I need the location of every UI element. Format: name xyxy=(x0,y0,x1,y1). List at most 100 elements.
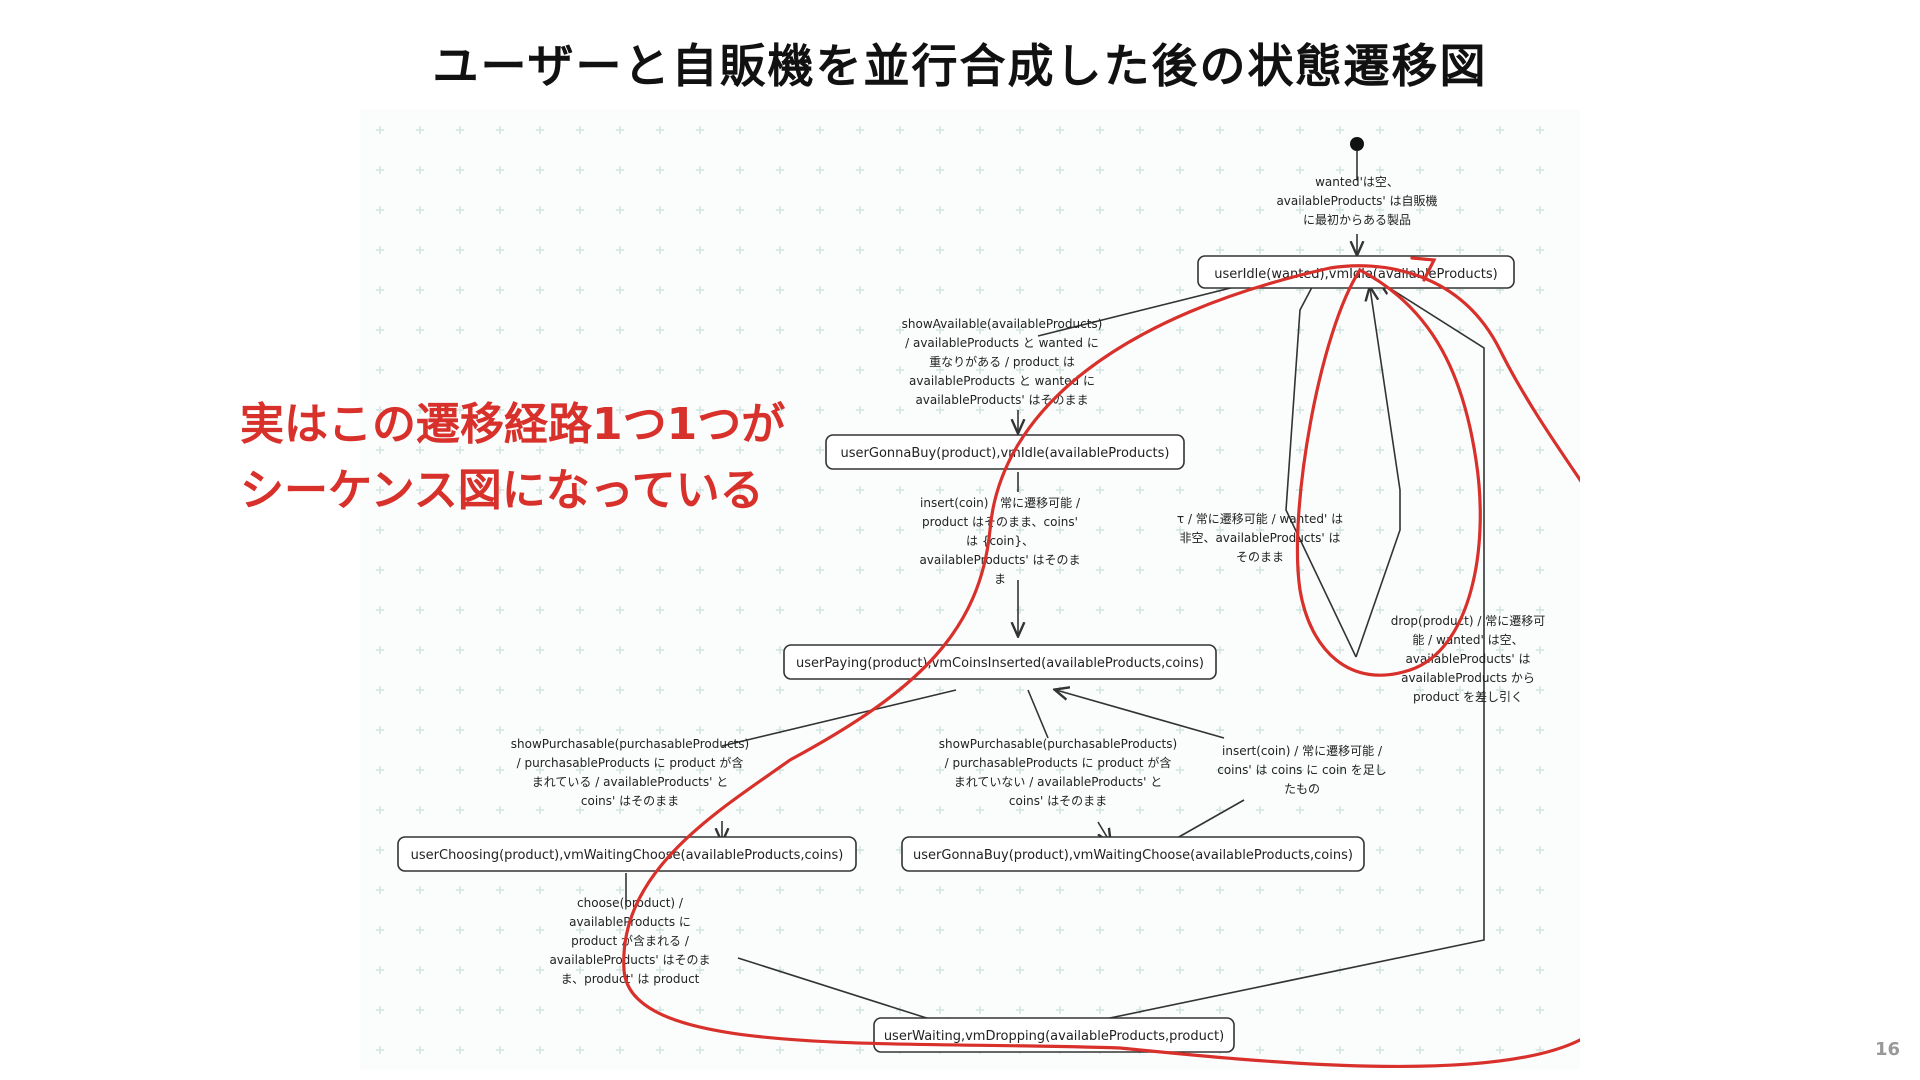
grid-plus xyxy=(1216,166,1224,174)
grid-plus xyxy=(1176,566,1184,574)
grid-plus xyxy=(1456,406,1464,414)
grid-plus xyxy=(776,1006,784,1014)
grid-plus xyxy=(416,886,424,894)
grid-plus xyxy=(1016,166,1024,174)
grid-plus xyxy=(1256,806,1264,814)
grid-plus xyxy=(376,366,384,374)
grid-plus xyxy=(1176,806,1184,814)
grid-plus xyxy=(856,206,864,214)
grid-plus xyxy=(976,126,984,134)
grid-plus xyxy=(1096,126,1104,134)
grid-plus xyxy=(1336,806,1344,814)
grid-plus xyxy=(616,166,624,174)
grid-plus xyxy=(496,326,504,334)
grid-plus xyxy=(1416,606,1424,614)
grid-plus xyxy=(536,806,544,814)
grid-plus xyxy=(856,926,864,934)
grid-plus xyxy=(976,326,984,334)
grid-plus xyxy=(1456,526,1464,534)
edge-insert-more-arrow xyxy=(1056,690,1225,739)
grid-plus xyxy=(1136,126,1144,134)
grid-plus xyxy=(656,566,664,574)
grid-plus xyxy=(376,486,384,494)
grid-plus xyxy=(936,166,944,174)
grid-plus xyxy=(1496,1006,1504,1014)
grid-plus xyxy=(736,1006,744,1014)
grid-plus xyxy=(896,246,904,254)
grid-plus xyxy=(1536,966,1544,974)
grid-plus xyxy=(616,646,624,654)
initial-state-dot xyxy=(1350,137,1364,151)
grid-plus xyxy=(1336,646,1344,654)
grid-plus xyxy=(656,686,664,694)
grid-plus xyxy=(1136,606,1144,614)
grid-plus xyxy=(816,406,824,414)
grid-plus xyxy=(936,126,944,134)
grid-plus xyxy=(1456,486,1464,494)
grid-plus xyxy=(776,926,784,934)
grid-plus xyxy=(1016,526,1024,534)
grid-plus xyxy=(1536,366,1544,374)
grid-plus xyxy=(1216,606,1224,614)
grid-plus xyxy=(896,806,904,814)
grid-plus xyxy=(1176,686,1184,694)
grid-plus xyxy=(1416,366,1424,374)
grid-plus xyxy=(1536,406,1544,414)
grid-plus xyxy=(376,446,384,454)
grid-plus xyxy=(1096,886,1104,894)
grid-plus xyxy=(1136,726,1144,734)
grid-plus xyxy=(1376,406,1384,414)
grid-plus xyxy=(376,326,384,334)
grid-plus xyxy=(816,326,824,334)
grid-plus xyxy=(776,566,784,574)
grid-plus xyxy=(1496,566,1504,574)
grid-plus xyxy=(656,966,664,974)
grid-plus xyxy=(576,566,584,574)
grid-plus xyxy=(976,286,984,294)
grid-plus xyxy=(696,246,704,254)
grid-plus xyxy=(1496,966,1504,974)
grid-plus xyxy=(1496,846,1504,854)
grid-plus xyxy=(656,1046,664,1054)
grid-plus xyxy=(736,966,744,974)
grid-plus xyxy=(456,886,464,894)
grid-plus xyxy=(1376,206,1384,214)
grid-plus xyxy=(1176,766,1184,774)
svg-text:showPurchasable(purchasablePro: showPurchasable(purchasableProducts) xyxy=(939,737,1177,751)
grid-plus xyxy=(656,166,664,174)
grid-plus xyxy=(736,366,744,374)
grid-plus xyxy=(1136,806,1144,814)
grid-plus xyxy=(1456,766,1464,774)
state-gonnabuy-idle-label: userGonnaBuy(product),vmIdle(availablePr… xyxy=(841,446,1170,461)
grid-plus xyxy=(776,286,784,294)
grid-plus xyxy=(416,766,424,774)
grid-plus xyxy=(536,166,544,174)
grid-plus xyxy=(376,646,384,654)
grid-plus xyxy=(1296,766,1304,774)
grid-plus xyxy=(696,206,704,214)
grid-plus xyxy=(1456,566,1464,574)
grid-plus xyxy=(1376,646,1384,654)
grid-plus xyxy=(576,126,584,134)
grid-plus xyxy=(536,526,544,534)
grid-plus xyxy=(616,766,624,774)
grid-plus xyxy=(456,726,464,734)
grid-plus xyxy=(456,166,464,174)
grid-plus xyxy=(1096,726,1104,734)
grid-plus xyxy=(1416,926,1424,934)
grid-plus xyxy=(856,486,864,494)
grid-plus xyxy=(936,686,944,694)
grid-plus xyxy=(1456,646,1464,654)
grid-plus xyxy=(1256,326,1264,334)
svg-text:非空、availableProducts' は: 非空、availableProducts' は xyxy=(1179,531,1340,545)
grid-plus xyxy=(1416,126,1424,134)
grid-plus xyxy=(816,286,824,294)
grid-plus xyxy=(1176,366,1184,374)
grid-plus xyxy=(736,686,744,694)
grid-plus xyxy=(696,806,704,814)
grid-plus xyxy=(1456,686,1464,694)
grid-plus xyxy=(696,1046,704,1054)
grid-plus xyxy=(1456,206,1464,214)
grid-plus xyxy=(816,1046,824,1054)
grid-plus xyxy=(496,366,504,374)
